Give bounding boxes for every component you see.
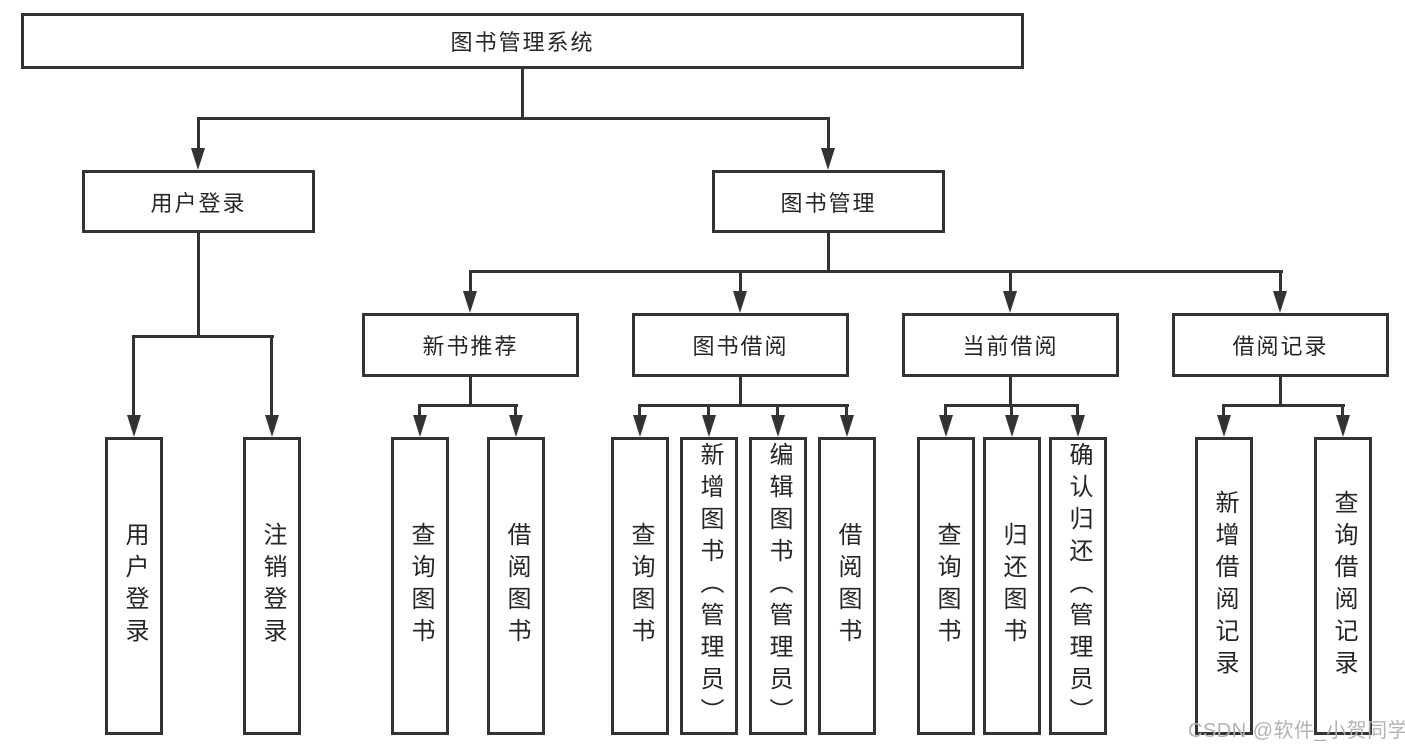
connector-line (418, 404, 421, 417)
arrow-down-icon (702, 415, 716, 437)
node-label: 新增借阅记录 (1211, 490, 1238, 682)
node-label: 注销登录 (259, 522, 286, 650)
arrow-down-icon (463, 291, 477, 313)
connector-line (739, 270, 742, 293)
connector-line (1010, 404, 1013, 417)
arrow-down-icon (265, 415, 279, 437)
connector-line (1279, 377, 1282, 407)
arrow-down-icon (1273, 291, 1287, 313)
node-book-borrowing: 图书借阅 (632, 313, 849, 377)
connector-line (827, 117, 830, 150)
node-borrowing-records: 借阅记录 (1172, 313, 1389, 377)
node-label: 编辑图书（管理员） (765, 442, 792, 730)
arrow-down-icon (413, 415, 427, 437)
node-new-book-recommendation: 新书推荐 (362, 313, 579, 377)
connector-line (638, 404, 641, 417)
connector-line (776, 404, 779, 417)
node-label: 查询借阅记录 (1330, 490, 1357, 682)
node-library-management-system: 图书管理系统 (21, 13, 1024, 69)
node-query-books-borrowing: 查询图书 (611, 437, 669, 735)
connector-line (1076, 404, 1079, 417)
connector-line (1222, 404, 1225, 417)
node-label: 归还图书 (999, 522, 1026, 650)
arrow-down-icon (939, 415, 953, 437)
node-label: 图书管理 (780, 190, 877, 216)
connector-line (739, 377, 742, 407)
arrow-down-icon (771, 415, 785, 437)
arrow-down-icon (633, 415, 647, 437)
arrow-down-icon (821, 148, 835, 170)
connector-line (418, 404, 518, 407)
node-user-login: 用户登录 (82, 170, 315, 233)
arrow-down-icon (1217, 415, 1231, 437)
node-label: 用户登录 (121, 522, 148, 650)
node-query-books-current: 查询图书 (917, 437, 975, 735)
node-logout: 注销登录 (243, 437, 301, 735)
connector-line (514, 404, 517, 417)
arrow-down-icon (127, 415, 141, 437)
arrow-down-icon (509, 415, 523, 437)
node-label: 新书推荐 (422, 334, 519, 359)
node-label: 新增图书（管理员） (696, 442, 723, 730)
node-current-borrowing: 当前借阅 (902, 313, 1119, 377)
connector-line (1222, 404, 1345, 407)
node-label: 借阅图书 (834, 522, 861, 650)
arrow-down-icon (840, 415, 854, 437)
connector-line (827, 233, 830, 273)
node-label: 确认归还（管理员） (1065, 442, 1092, 730)
connector-line (944, 404, 947, 417)
connector-line (1009, 270, 1012, 293)
node-label: 图书管理系统 (450, 30, 595, 55)
watermark: CSDN @软件_小贺同学 (1188, 720, 1405, 742)
connector-line (133, 335, 274, 338)
node-borrow-books-recommend: 借阅图书 (487, 437, 545, 735)
node-label: 借阅记录 (1232, 334, 1329, 359)
node-borrow-books-borrowing: 借阅图书 (818, 437, 876, 735)
arrow-down-icon (191, 148, 205, 170)
arrow-down-icon (1005, 415, 1019, 437)
node-user-login-leaf: 用户登录 (105, 437, 163, 735)
connector-line (270, 335, 273, 417)
connector-line (521, 69, 524, 119)
node-return-books: 归还图书 (983, 437, 1041, 735)
connector-line (845, 404, 848, 417)
node-query-borrow-record: 查询借阅记录 (1314, 437, 1372, 735)
node-add-books-admin: 新增图书（管理员） (680, 437, 738, 735)
node-label: 查询图书 (627, 522, 654, 650)
arrow-down-icon (1003, 291, 1017, 313)
connector-line (469, 270, 1283, 273)
arrow-down-icon (1336, 415, 1350, 437)
connector-line (197, 117, 830, 120)
connector-line (1279, 270, 1282, 293)
node-label: 用户登录 (150, 190, 247, 216)
node-label: 查询图书 (407, 522, 434, 650)
connector-line (469, 270, 472, 293)
node-label: 查询图书 (933, 522, 960, 650)
node-book-management: 图书管理 (712, 170, 945, 233)
connector-line (638, 404, 849, 407)
node-confirm-return-admin: 确认归还（管理员） (1049, 437, 1107, 735)
connector-line (197, 117, 200, 150)
node-query-books-recommend: 查询图书 (391, 437, 449, 735)
node-add-borrow-record: 新增借阅记录 (1195, 437, 1253, 735)
connector-line (1009, 377, 1012, 407)
node-label: 图书借阅 (692, 334, 789, 359)
connector-line (197, 233, 200, 338)
connector-line (1341, 404, 1344, 417)
node-label: 当前借阅 (962, 334, 1059, 359)
arrow-down-icon (1071, 415, 1085, 437)
connector-line (707, 404, 710, 417)
node-edit-books-admin: 编辑图书（管理员） (749, 437, 807, 735)
connector-line (469, 377, 472, 407)
connector-line (132, 335, 135, 417)
node-label: 借阅图书 (503, 522, 530, 650)
arrow-down-icon (733, 291, 747, 313)
